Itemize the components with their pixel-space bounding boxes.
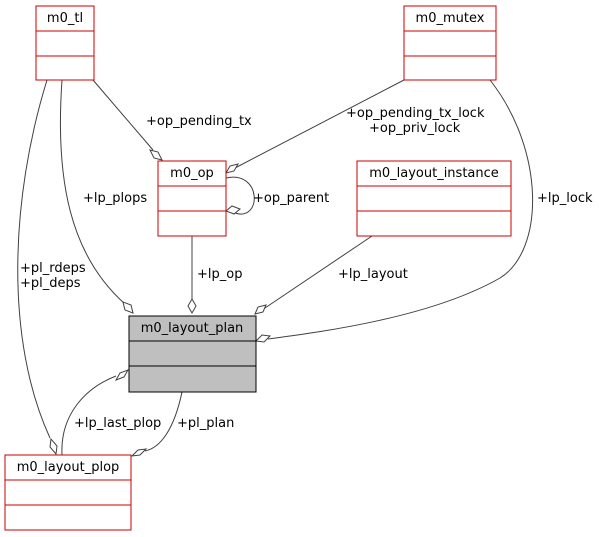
class-m0-layout-instance[interactable]: m0_layout_instance bbox=[356, 160, 512, 237]
class-name-m0-layout-instance: m0_layout_instance bbox=[369, 166, 499, 181]
class-m0-layout-plan[interactable]: m0_layout_plan bbox=[128, 315, 257, 393]
edge-op-parent bbox=[225, 176, 255, 215]
edge-pl-plan bbox=[144, 391, 183, 452]
label-lp-op: +lp_op bbox=[197, 267, 242, 282]
edge-lp-plops-diamond bbox=[122, 301, 134, 314]
class-m0-mutex[interactable]: m0_mutex bbox=[403, 5, 497, 81]
label-lp-last-plop: +lp_last_plop bbox=[74, 416, 161, 431]
edge-pl-deps bbox=[17, 79, 51, 439]
class-m0-op[interactable]: m0_op bbox=[157, 160, 227, 237]
class-name-m0-layout-plop: m0_layout_plop bbox=[17, 460, 120, 475]
label-op-pending-tx-lock: +op_pending_tx_lock bbox=[346, 106, 485, 121]
edge-lp-lock bbox=[267, 79, 533, 340]
edge-lp-op-diamond bbox=[187, 297, 197, 315]
edge-lp-lock-diamond bbox=[254, 334, 272, 343]
edge-lp-last-plop bbox=[61, 375, 117, 456]
class-name-m0-mutex: m0_mutex bbox=[416, 11, 485, 26]
class-m0-tl[interactable]: m0_tl bbox=[35, 5, 95, 81]
edge-op-pending-tx bbox=[92, 79, 154, 151]
label-op-pending-tx: +op_pending_tx bbox=[146, 114, 252, 129]
edge-pl-plan-diamond bbox=[130, 448, 148, 457]
label-lp-layout: +lp_layout bbox=[338, 267, 408, 282]
label-op-parent: +op_parent bbox=[253, 191, 329, 206]
label-pl-deps: +pl_deps bbox=[20, 276, 81, 291]
class-name-m0-op: m0_op bbox=[170, 166, 214, 181]
edge-op-pending-tx-lock bbox=[234, 79, 405, 169]
edge-lp-layout bbox=[264, 235, 373, 309]
edge-pl-deps-diamond bbox=[49, 437, 58, 456]
class-name-m0-tl: m0_tl bbox=[47, 11, 83, 26]
edge-lp-plops bbox=[59, 79, 126, 305]
label-pl-rdeps: +pl_rdeps bbox=[20, 261, 86, 276]
label-lp-plops: +lp_plops bbox=[83, 191, 147, 206]
edge-op-pending-tx-lock-diamond bbox=[224, 163, 240, 174]
edge-lp-layout-diamond bbox=[254, 304, 267, 315]
edge-lp-last-plop-diamond bbox=[114, 369, 130, 381]
label-lp-lock: +lp_lock bbox=[537, 191, 593, 206]
edge-op-parent-diamond bbox=[225, 205, 241, 215]
label-op-priv-lock: +op_priv_lock bbox=[369, 121, 461, 136]
class-m0-layout-plop[interactable]: m0_layout_plop bbox=[4, 454, 132, 531]
edge-op-pending-tx-diamond bbox=[149, 149, 163, 161]
label-pl-plan: +pl_plan bbox=[177, 416, 234, 431]
class-name-m0-layout-plan: m0_layout_plan bbox=[141, 321, 244, 336]
